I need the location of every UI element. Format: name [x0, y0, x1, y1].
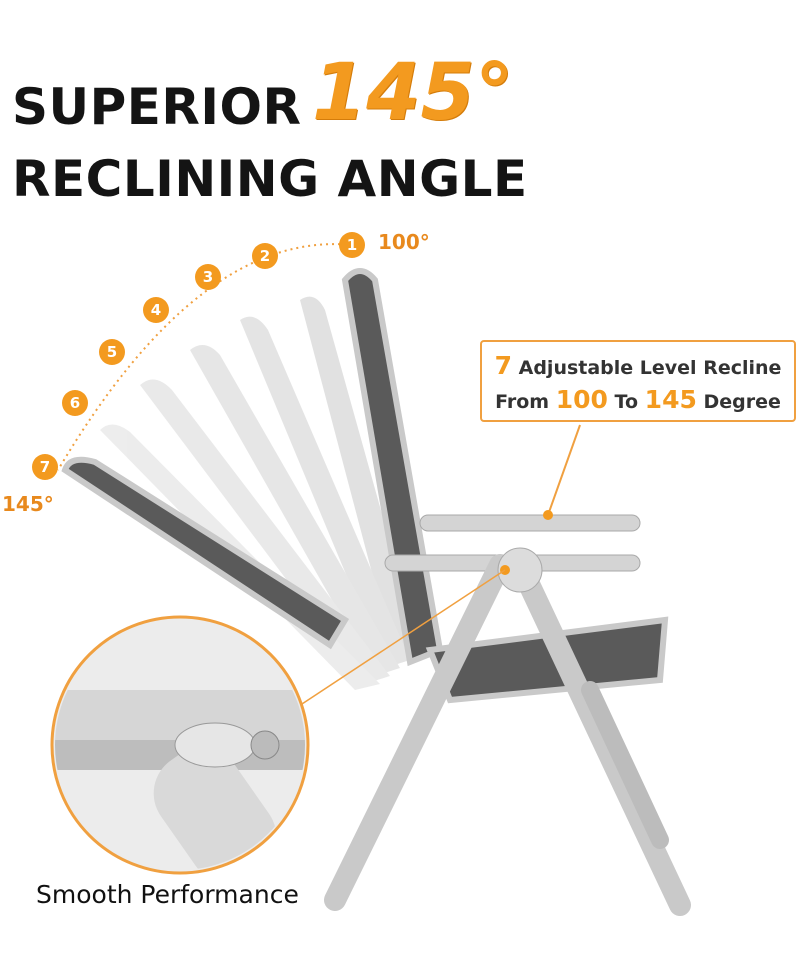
hinge-joint	[497, 547, 543, 593]
recline-info-box: 7 Adjustable Level Recline From 100 To 1…	[480, 340, 796, 422]
step-6-badge: 6	[62, 390, 88, 416]
headline-superior: SUPERIOR	[12, 78, 302, 136]
headline-reclining-angle: RECLINING ANGLE	[12, 150, 528, 208]
end-angle-label: 145°	[2, 492, 54, 516]
step-1-badge: 1	[339, 232, 365, 258]
to-value: 145	[644, 385, 697, 414]
unit-word: Degree	[703, 391, 781, 413]
to-word: To	[614, 391, 639, 413]
step-3-badge: 3	[195, 264, 221, 290]
step-4-badge: 4	[143, 297, 169, 323]
from-word: From	[495, 391, 550, 413]
zoom-caption: Smooth Performance	[36, 880, 299, 909]
level-text: Adjustable Level Recline	[518, 357, 782, 379]
front-leg-left	[324, 554, 511, 911]
info-pointer	[547, 424, 581, 516]
rear-leg	[581, 681, 669, 849]
backrest-145	[61, 456, 350, 650]
step-2-badge: 2	[252, 243, 278, 269]
recline-arc	[57, 243, 353, 471]
zoom-detail	[50, 615, 310, 875]
level-count: 7	[494, 351, 512, 380]
info-line-2: From 100 To 145 Degree	[482, 384, 794, 418]
step-7-badge: 7	[32, 454, 58, 480]
armrest-upper	[419, 514, 641, 532]
info-pointer-dot	[543, 510, 553, 520]
step-5-badge: 5	[99, 339, 125, 365]
headline-angle: 145°	[312, 48, 514, 138]
info-line-1: 7 Adjustable Level Recline	[482, 350, 794, 384]
from-value: 100	[555, 385, 608, 414]
start-angle-label: 100°	[378, 230, 430, 254]
front-leg-right	[509, 554, 691, 916]
